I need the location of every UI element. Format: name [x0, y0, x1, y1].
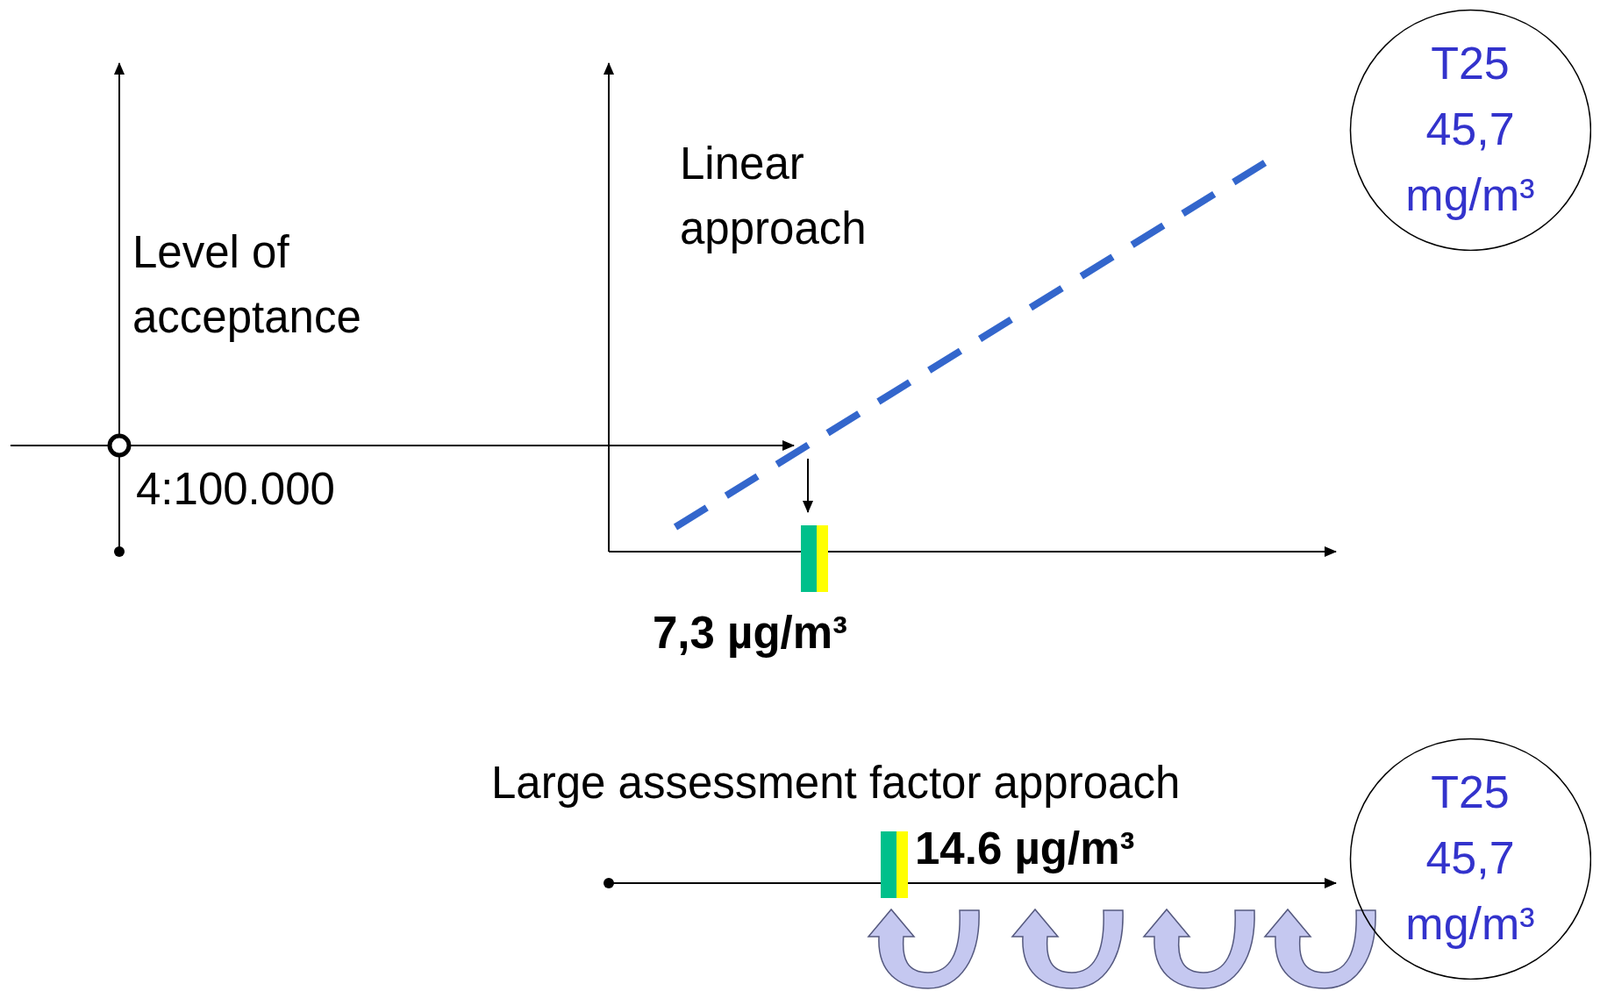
factor-arrow: [868, 909, 979, 989]
circle-text: T25 45,7 mg/m³: [1405, 759, 1535, 958]
value-circle: T25 45,7 mg/m³: [1349, 8, 1593, 252]
axis-label: Level of acceptance: [132, 220, 405, 350]
axis-line: [608, 882, 1336, 885]
value-marker: [880, 831, 897, 899]
factor-arrow: [1012, 909, 1123, 989]
value-label: 14.6 µg/m³: [914, 821, 1135, 876]
acceptance-point: [109, 435, 129, 456]
value-circle: T25 45,7 mg/m³: [1349, 737, 1593, 981]
axis-line: [608, 550, 1336, 553]
axis-dot: [114, 546, 125, 558]
axis-line: [607, 63, 610, 552]
value-marker: [800, 525, 817, 593]
value-marker: [816, 525, 829, 593]
circle-text: T25 45,7 mg/m³: [1405, 30, 1535, 229]
pointer-arrow: [807, 458, 809, 513]
factor-arrow: [1264, 909, 1376, 989]
risk-level: 4:100.000: [135, 462, 336, 516]
axis-line: [118, 63, 121, 552]
factor-arrow: [1143, 909, 1255, 989]
value-marker: [896, 831, 908, 899]
approach-label: Large assessment factor approach: [491, 756, 1180, 810]
value-label: 7,3 µg/m³: [652, 606, 848, 660]
axis-dot: [603, 878, 615, 889]
approach-label: Linear approach: [679, 131, 908, 262]
